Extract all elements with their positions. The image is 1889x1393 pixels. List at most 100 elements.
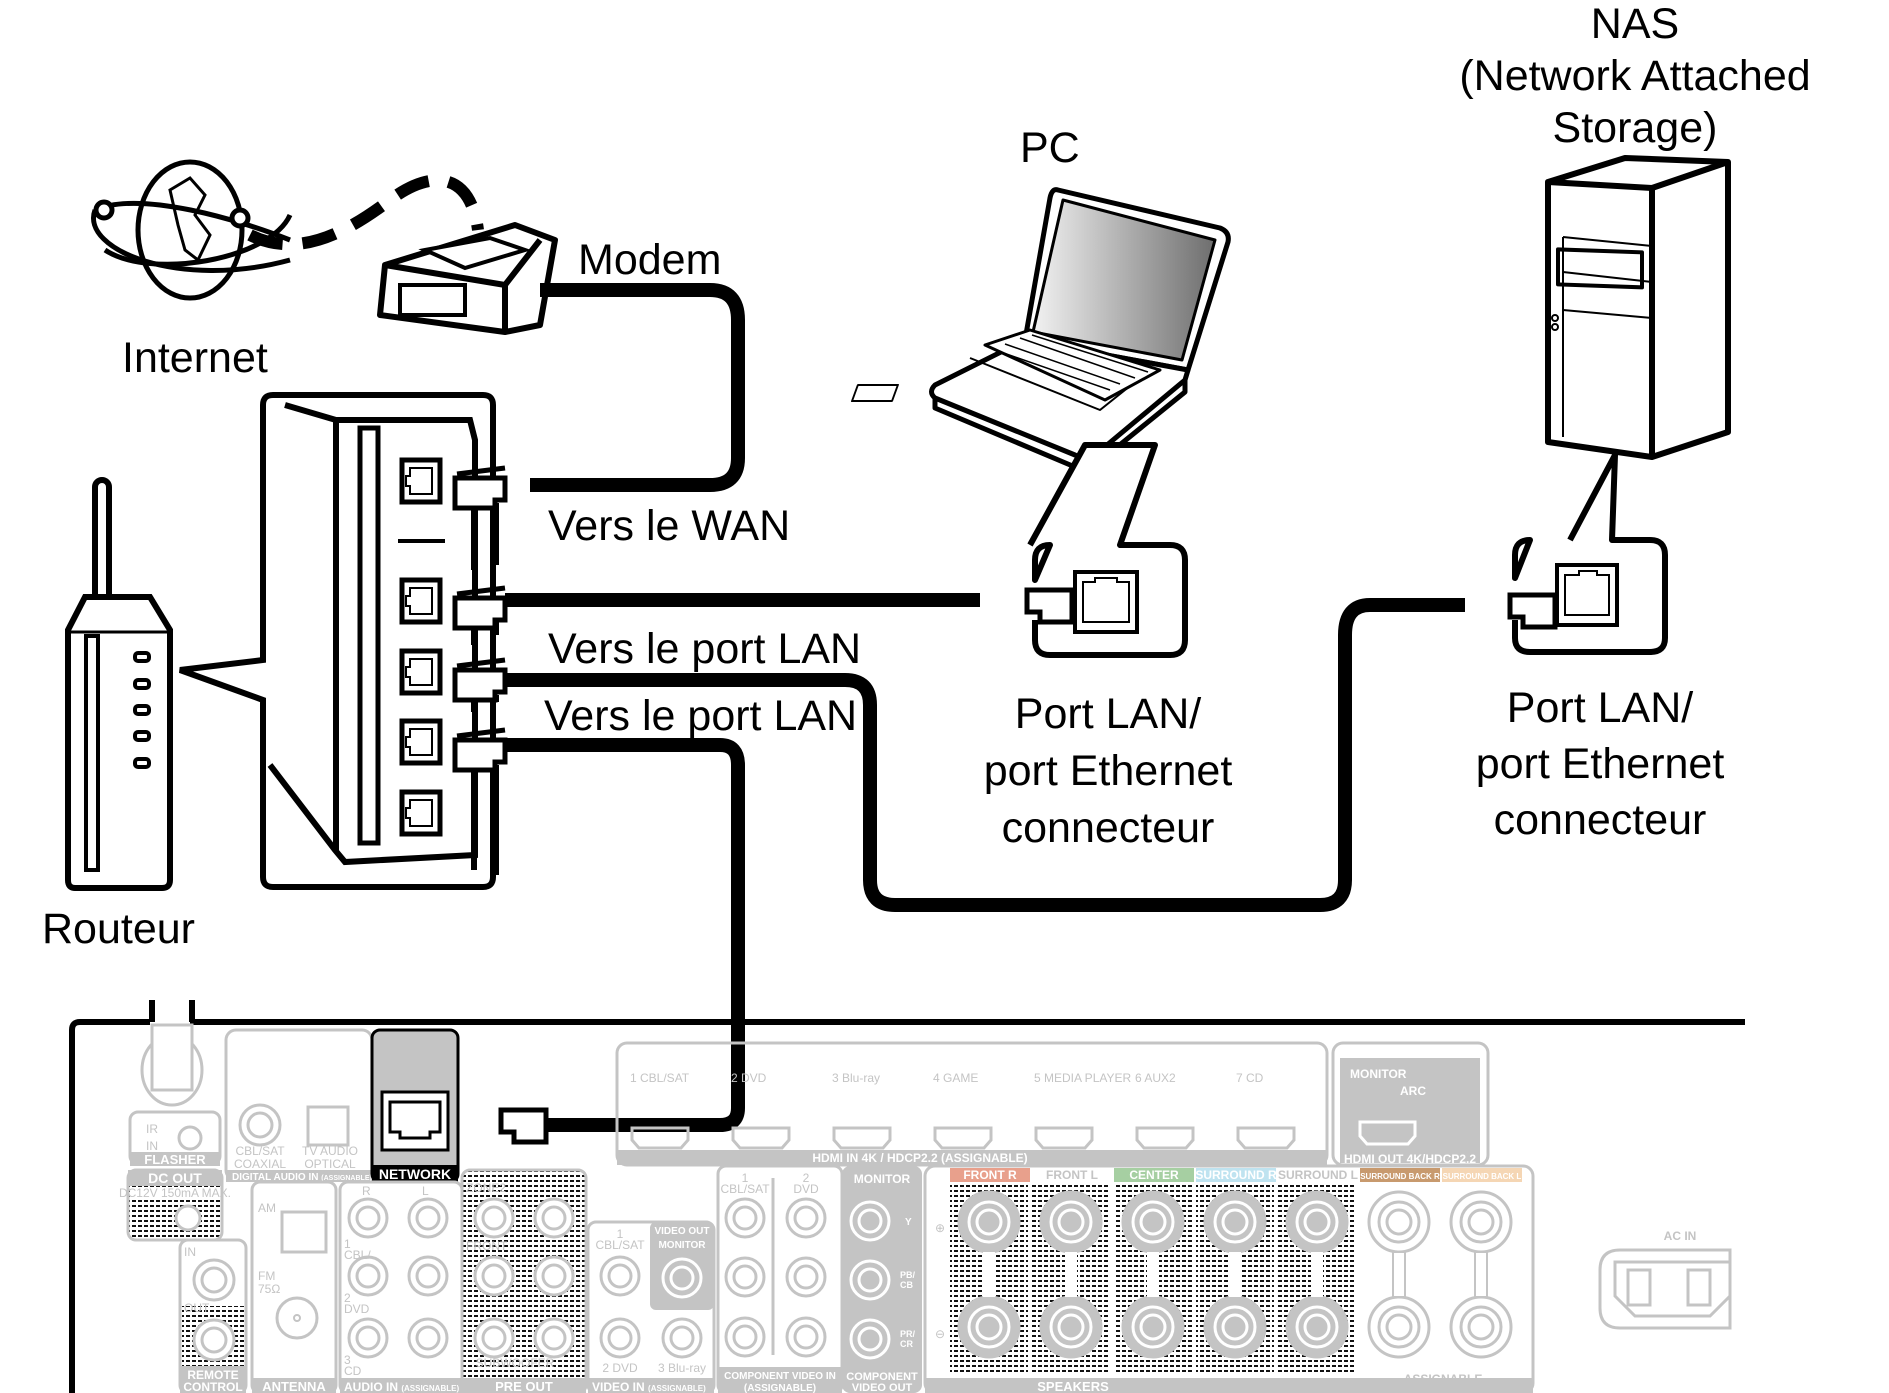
component-video-out-section: MONITOR Y PB/ CB PR/ CR COMPONENT VIDEO … — [842, 1166, 922, 1393]
laptop-icon — [850, 187, 1231, 471]
nas-ethernet-port-icon — [1555, 563, 1619, 627]
speaker-channel-header — [1032, 1168, 1112, 1182]
pre-out-front: FRONT — [466, 1239, 508, 1253]
flasher-ir-label: IR — [146, 1122, 158, 1136]
router-ports — [399, 457, 443, 837]
hdmi-out-section: MONITOR ARC HDMI OUT 4K/HDCP2.2 — [1331, 1041, 1490, 1167]
nas-label-1: NAS — [1591, 0, 1679, 48]
receiver-network-port-icon[interactable] — [380, 1090, 450, 1152]
comp-out-y: Y — [905, 1217, 912, 1228]
hdmi-in-label: 6 AUX2 — [1135, 1071, 1176, 1085]
internet-label: Internet — [122, 334, 268, 382]
video-in-title: VIDEO IN (ASSIGNABLE) — [592, 1380, 706, 1393]
flasher-in-label: IN — [146, 1139, 158, 1153]
speaker-terminal-icon — [1203, 1190, 1267, 1254]
router-icon — [65, 477, 173, 891]
router-callout-edge — [471, 503, 499, 875]
router-lan-port-1-icon — [399, 577, 443, 625]
hdmi-in-port-icon — [1236, 1126, 1296, 1150]
remote-out-label: OUT — [184, 1301, 210, 1315]
speaker-terminal-icon — [1285, 1190, 1349, 1254]
speaker-terminal-icon — [1367, 1190, 1431, 1254]
hdmi-in-port-icon — [630, 1126, 690, 1150]
comp-out-pr: PR/ — [900, 1329, 916, 1339]
audio-in-2: 2 — [344, 1291, 351, 1305]
coax-label-1: CBL/SAT — [235, 1144, 285, 1158]
speaker-plus-icon: ⊕ — [935, 1221, 945, 1235]
audio-in-3: 3 — [344, 1353, 351, 1367]
pre-out-section: ZONE2 FRONT SUBWOOFER PRE OUT — [460, 1168, 588, 1393]
speaker-channel-label: SURROUND R — [1195, 1168, 1277, 1182]
optical-label-2: OPTICAL — [304, 1157, 356, 1171]
comp-out-title-1: COMPONENT — [846, 1371, 918, 1383]
speaker-terminal-icon — [1121, 1190, 1185, 1254]
speaker-channel-header — [1278, 1168, 1358, 1182]
internet-globe-icon — [91, 159, 293, 301]
comp-out-cr: CR — [900, 1339, 913, 1349]
speaker-channel-label: CENTER — [1129, 1168, 1179, 1182]
speaker-channel-label: SURROUND BACK L — [1443, 1172, 1522, 1181]
speaker-terminal-link — [1311, 1252, 1323, 1297]
to-lan-label-1: Vers le port LAN — [548, 625, 861, 673]
router-ports-callout — [178, 392, 496, 890]
speaker-terminal-icon — [957, 1190, 1021, 1254]
remote-in-label: IN — [184, 1245, 196, 1259]
speakers-title: SPEAKERS — [1037, 1379, 1109, 1393]
comp-in-title: COMPONENT VIDEO IN — [724, 1371, 836, 1382]
video-in-section: 1 CBL/SAT VIDEO OUT MONITOR 2 DVD 3 Blu-… — [586, 1220, 716, 1393]
to-wan-label: Vers le WAN — [548, 502, 790, 550]
pc-ethernet-port-icon — [1073, 570, 1139, 634]
wan-cable — [530, 283, 745, 492]
optical-label-1: TV AUDIO — [302, 1144, 358, 1158]
dc-out-spec: DC12V 150mA MAX. — [119, 1186, 231, 1200]
speaker-channel-header — [1442, 1168, 1522, 1182]
video-in-n1: 1 — [617, 1227, 624, 1241]
speaker-terminal-icon — [1367, 1295, 1431, 1359]
nas-port-label-1: Port LAN/ — [1507, 684, 1693, 732]
antenna-mount-icon — [140, 1023, 204, 1107]
comp-out-monitor: MONITOR — [854, 1172, 911, 1186]
audio-in-1: 1 — [344, 1237, 351, 1251]
receiver-rear-panel: IR IN FLASHER DC OUT DC12V 150mA MAX. IN… — [69, 1000, 1745, 1393]
hdmi-out-port-icon — [1358, 1120, 1417, 1146]
hdmi-in-port-icon — [1034, 1126, 1094, 1150]
digital-audio-in-section: CBL/SAT COAXIAL TV AUDIO OPTICAL DIGITAL… — [224, 1028, 374, 1183]
antenna-ohm-label: 75Ω — [258, 1282, 280, 1296]
receiver-cable — [505, 738, 745, 1132]
video-out-monitor: MONITOR — [658, 1240, 706, 1251]
hdmi-in-label: 4 GAME — [933, 1071, 978, 1085]
nas-label-2: (Network Attached — [1459, 52, 1810, 100]
receiver-plug-icon — [498, 1107, 549, 1145]
speaker-channel-header — [1196, 1168, 1276, 1182]
speaker-terminal-link — [1474, 1251, 1488, 1298]
speaker-terminal-link — [1065, 1252, 1077, 1297]
audio-in-section: R L 1 CBL/ 2 DVD 3 CD AUDIO IN (ASSIGNAB… — [338, 1180, 464, 1393]
video-in-bluray: 3 Blu-ray — [658, 1361, 706, 1375]
speaker-terminal-link — [1392, 1251, 1406, 1298]
speaker-channel-header — [1360, 1168, 1440, 1182]
speaker-terminal-icon — [1039, 1190, 1103, 1254]
antenna-section: AM FM 75Ω ANTENNA — [250, 1180, 338, 1393]
speaker-minus-icon: ⊖ — [935, 1327, 945, 1341]
hdmi-in-port-icon — [1135, 1126, 1195, 1150]
video-in-cbl: CBL/SAT — [595, 1238, 645, 1252]
speaker-channel-label: SURROUND BACK R — [1360, 1172, 1440, 1181]
speaker-terminal-icon — [1449, 1190, 1513, 1254]
speaker-terminal-icon — [1039, 1295, 1103, 1359]
hdmi-in-label: 1 CBL/SAT — [630, 1071, 690, 1085]
pre-out-zone2: ZONE2 — [466, 1181, 506, 1195]
speaker-channel-label: FRONT L — [1046, 1168, 1098, 1182]
pre-out-title: PRE OUT — [495, 1379, 553, 1393]
router-lan-port-2-icon — [399, 648, 443, 696]
hdmi-out-monitor: MONITOR — [1350, 1067, 1407, 1081]
nas-icon — [1545, 155, 1731, 460]
hdmi-in-label: 2 DVD — [731, 1071, 767, 1085]
hdmi-in-title: HDMI IN 4K / HDCP2.2 (ASSIGNABLE) — [812, 1151, 1027, 1165]
audio-in-2b: DVD — [344, 1302, 370, 1316]
comp-in-n1: 1 — [742, 1171, 749, 1185]
ac-in-title: AC IN — [1664, 1229, 1697, 1243]
speaker-channel-header — [950, 1168, 1030, 1182]
plug-wan-icon — [452, 465, 508, 511]
router-lan-port-4-icon — [399, 789, 443, 837]
